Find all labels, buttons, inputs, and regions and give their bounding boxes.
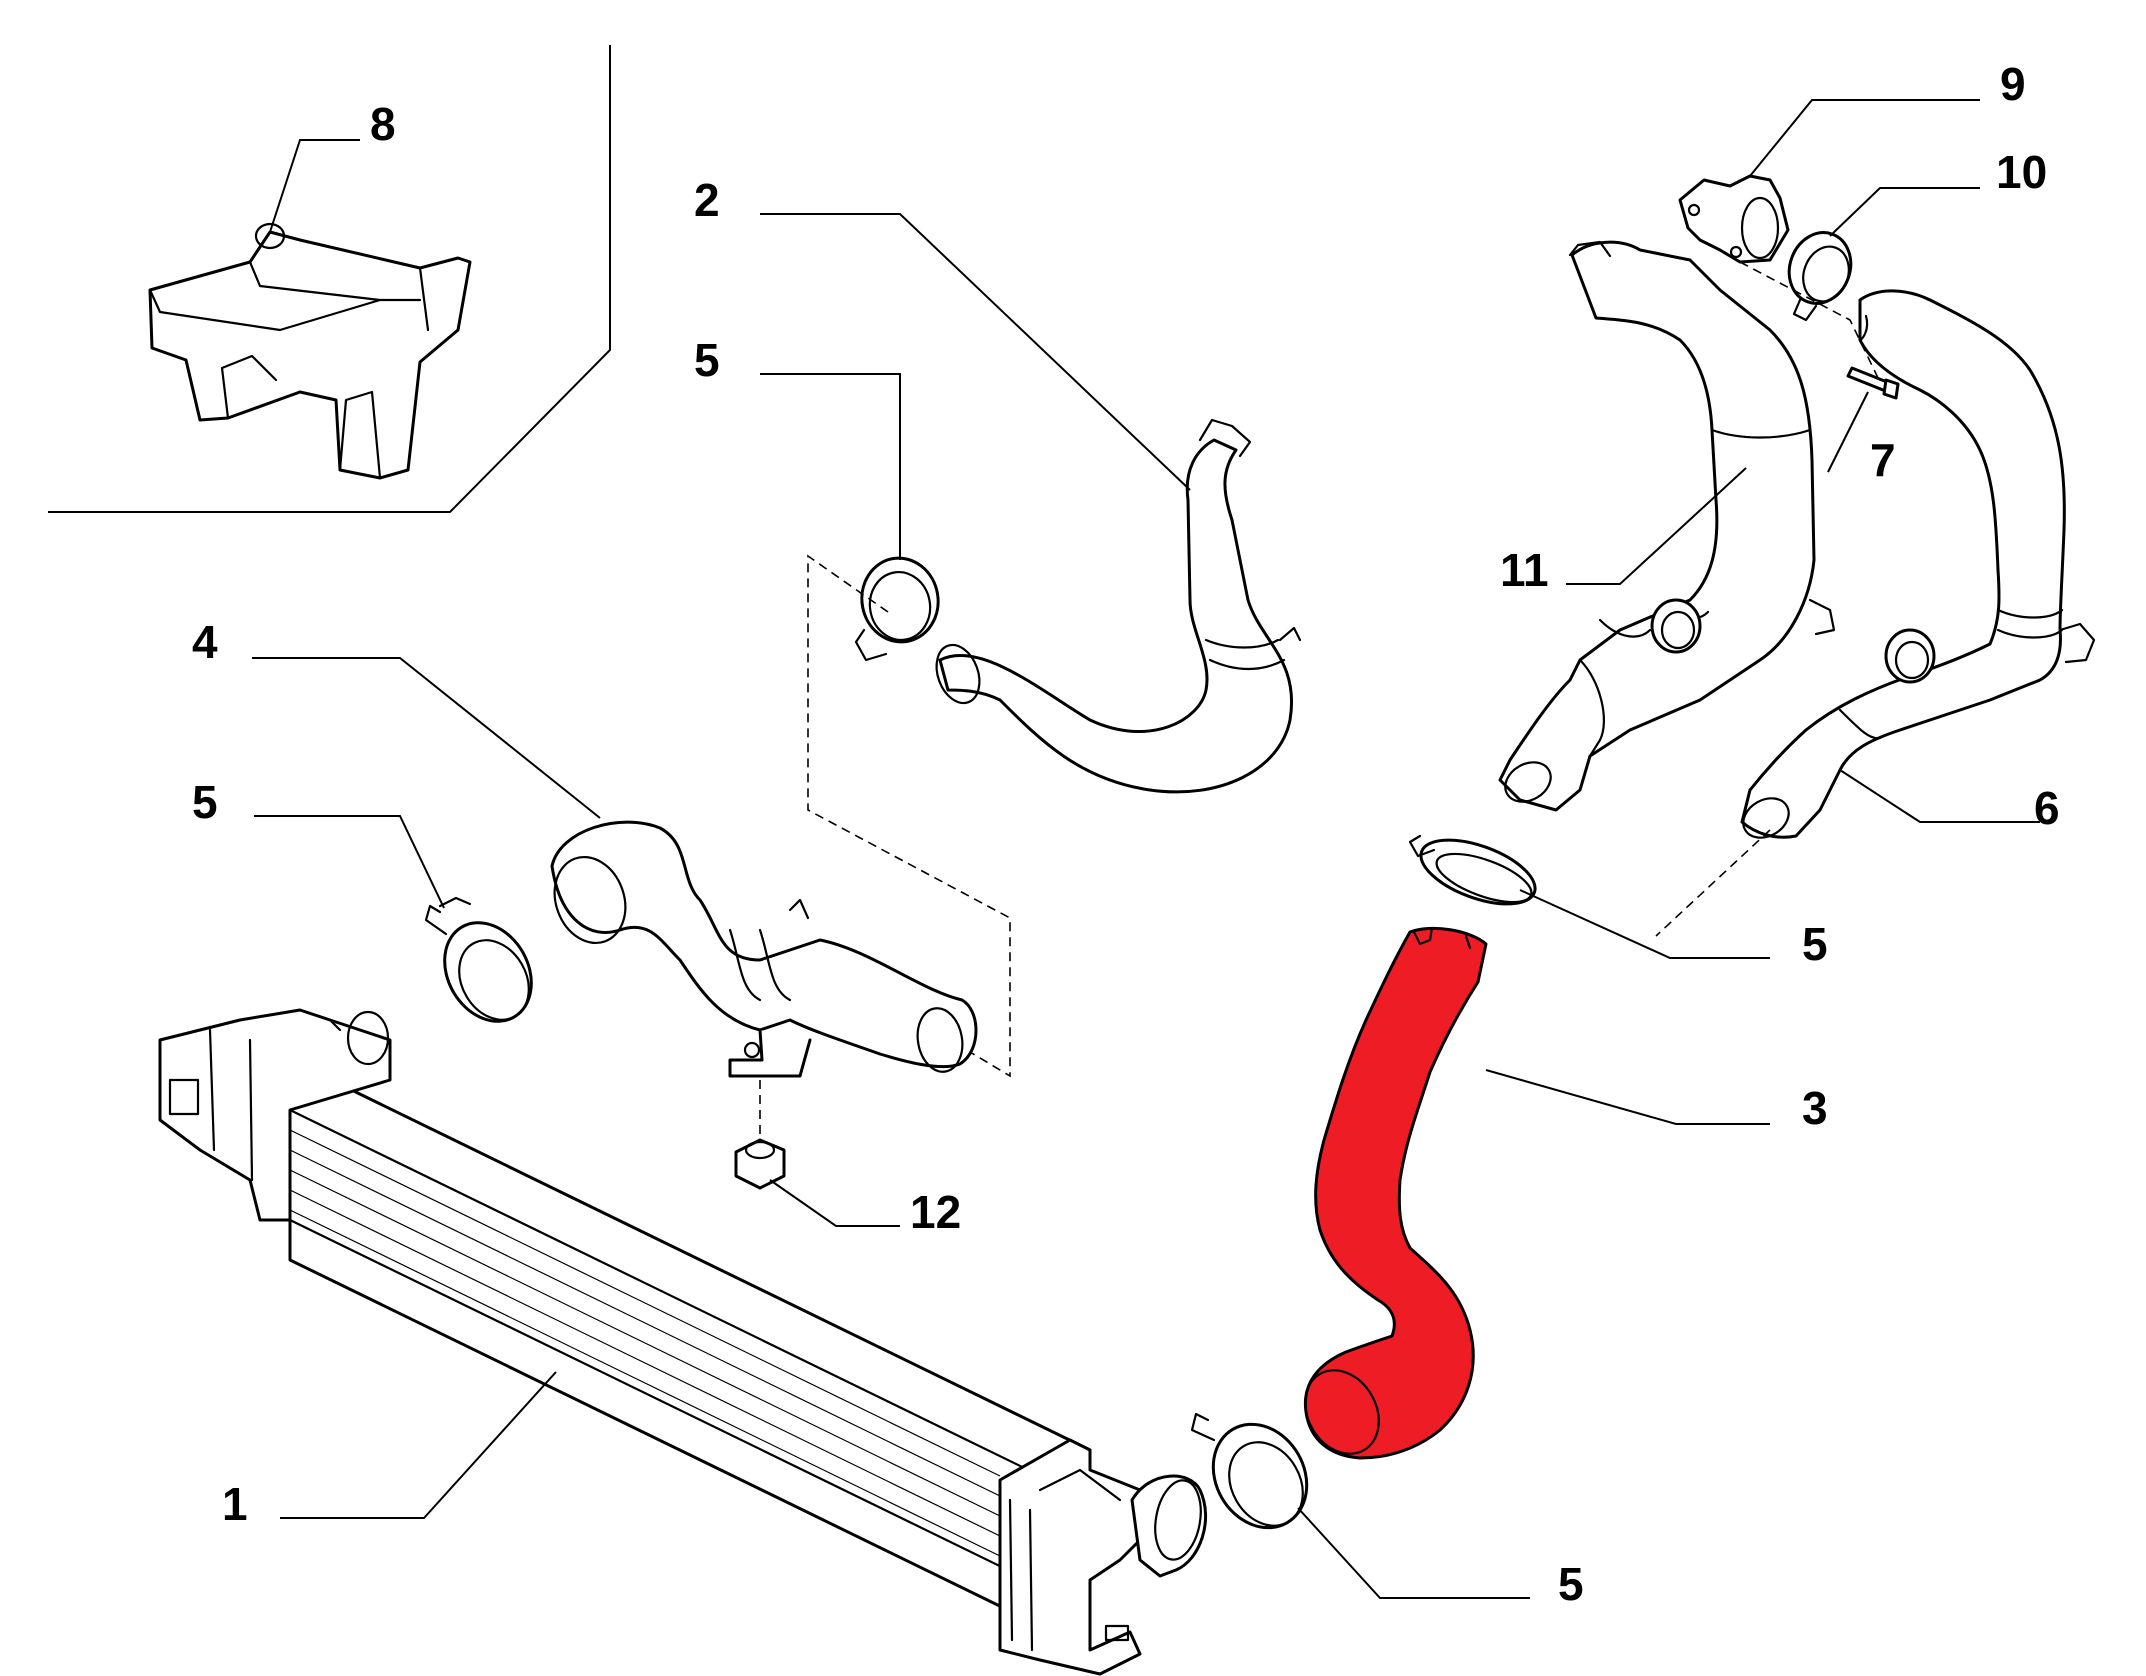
pipe-part-11[interactable] <box>1498 240 1836 812</box>
intercooler-part-1[interactable] <box>158 1008 1208 1676</box>
clamp-part-5-left[interactable] <box>424 896 549 1037</box>
pipe-part-6[interactable] <box>1736 289 2096 846</box>
nut-part-12[interactable] <box>734 1138 786 1190</box>
callout-7: 7 <box>1870 434 1896 486</box>
callout-2: 2 <box>694 174 720 226</box>
clamp-part-5-pipe-b[interactable] <box>1884 628 1936 684</box>
clamp-part-5-middle[interactable] <box>1408 827 1543 917</box>
callout-1: 1 <box>222 1478 248 1530</box>
clamp-part-10[interactable] <box>1779 224 1860 322</box>
flange-part-9[interactable] <box>1678 174 1790 264</box>
callout-12: 12 <box>910 1186 961 1238</box>
callout-5-left: 5 <box>192 776 218 828</box>
callout-9: 9 <box>2000 58 2026 110</box>
bolt-part-7[interactable] <box>1846 366 1900 400</box>
bracket-part-8[interactable] <box>148 222 472 480</box>
callout-8: 8 <box>370 98 396 150</box>
callout-4: 4 <box>192 616 218 668</box>
left-hose-part-4[interactable] <box>543 820 978 1078</box>
highlighted-hose-part-3[interactable] <box>1291 926 1488 1467</box>
clamp-part-5-bottom[interactable] <box>1190 1407 1325 1545</box>
assembly-lines <box>759 261 1881 1140</box>
inset-frame <box>48 45 611 513</box>
upper-hose-part-2[interactable] <box>929 418 1302 794</box>
callout-5-middle: 5 <box>1802 918 1828 970</box>
clamp-part-5-pipe-a[interactable] <box>1650 598 1702 654</box>
leader-lines <box>252 99 2040 1599</box>
callout-6: 6 <box>2034 782 2060 834</box>
callout-5-top: 5 <box>694 334 720 386</box>
callout-3: 3 <box>1802 1082 1828 1134</box>
callout-labels: 8 2 5 9 10 7 11 4 5 6 5 3 12 1 5 <box>192 58 2060 1610</box>
callout-10: 10 <box>1996 146 2047 198</box>
callout-11: 11 <box>1500 544 1549 596</box>
callout-5-bottom: 5 <box>1558 1558 1584 1610</box>
clamp-part-5-top[interactable] <box>854 552 944 662</box>
